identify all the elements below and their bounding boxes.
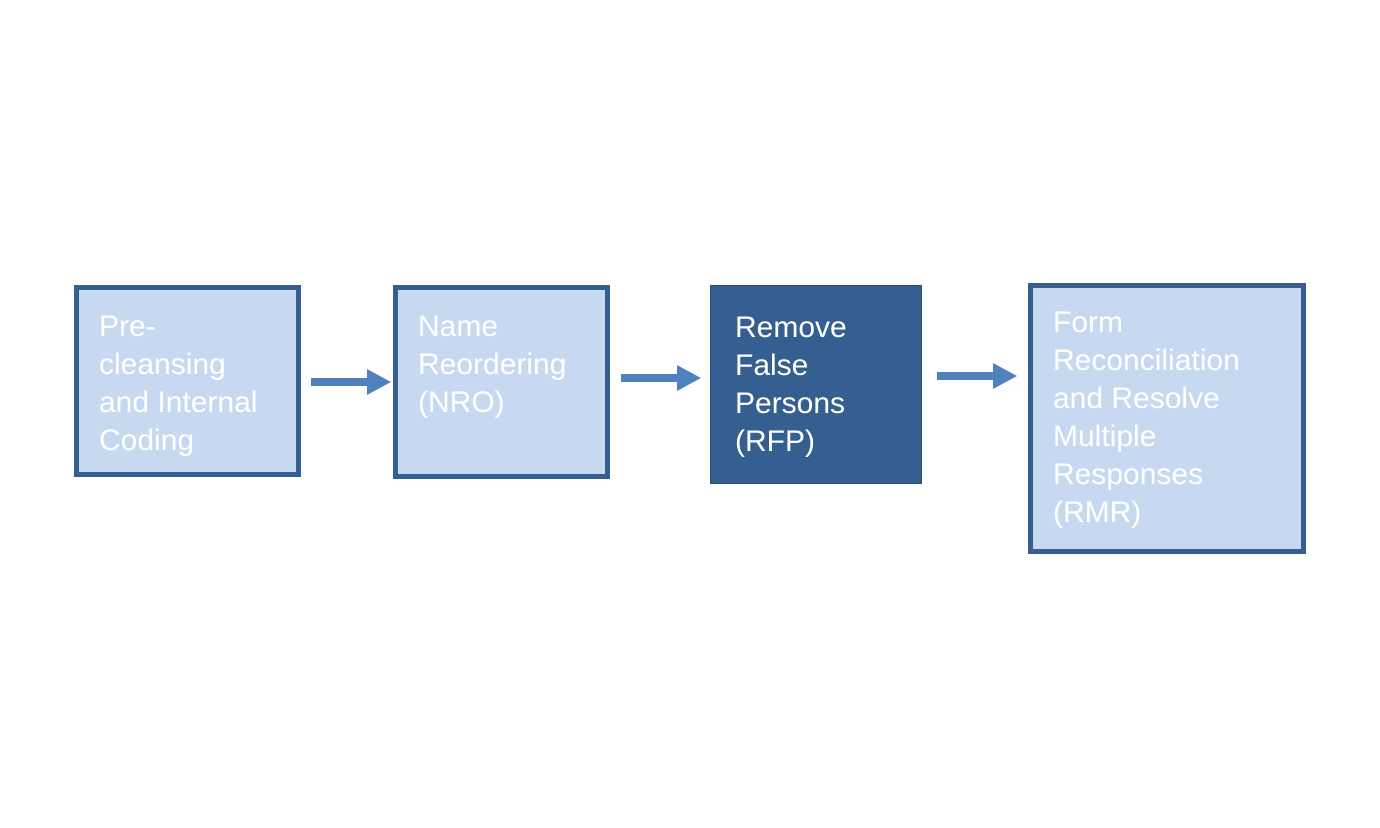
arrow-shape (311, 369, 391, 395)
right-arrow-icon (311, 367, 393, 397)
right-arrow-icon (937, 361, 1019, 391)
arrow-shape (937, 363, 1017, 389)
step-precleansing-label: Pre- cleansing and Internal Coding (99, 310, 258, 457)
step-precleansing-box: Pre- cleansing and Internal Coding (74, 285, 301, 477)
arrow-shape (621, 365, 701, 391)
step-form-reconciliation-label: Form Reconciliation and Resolve Multiple… (1053, 306, 1240, 529)
right-arrow-icon (621, 363, 703, 393)
step-remove-false-persons-box: Remove False Persons (RFP) (710, 285, 922, 484)
step-form-reconciliation-box: Form Reconciliation and Resolve Multiple… (1028, 283, 1306, 554)
step-remove-false-persons-label: Remove False Persons (RFP) (735, 311, 847, 458)
step-name-reordering-box: Name Reordering (NRO) (393, 285, 610, 479)
step-name-reordering-label: Name Reordering (NRO) (418, 310, 567, 419)
